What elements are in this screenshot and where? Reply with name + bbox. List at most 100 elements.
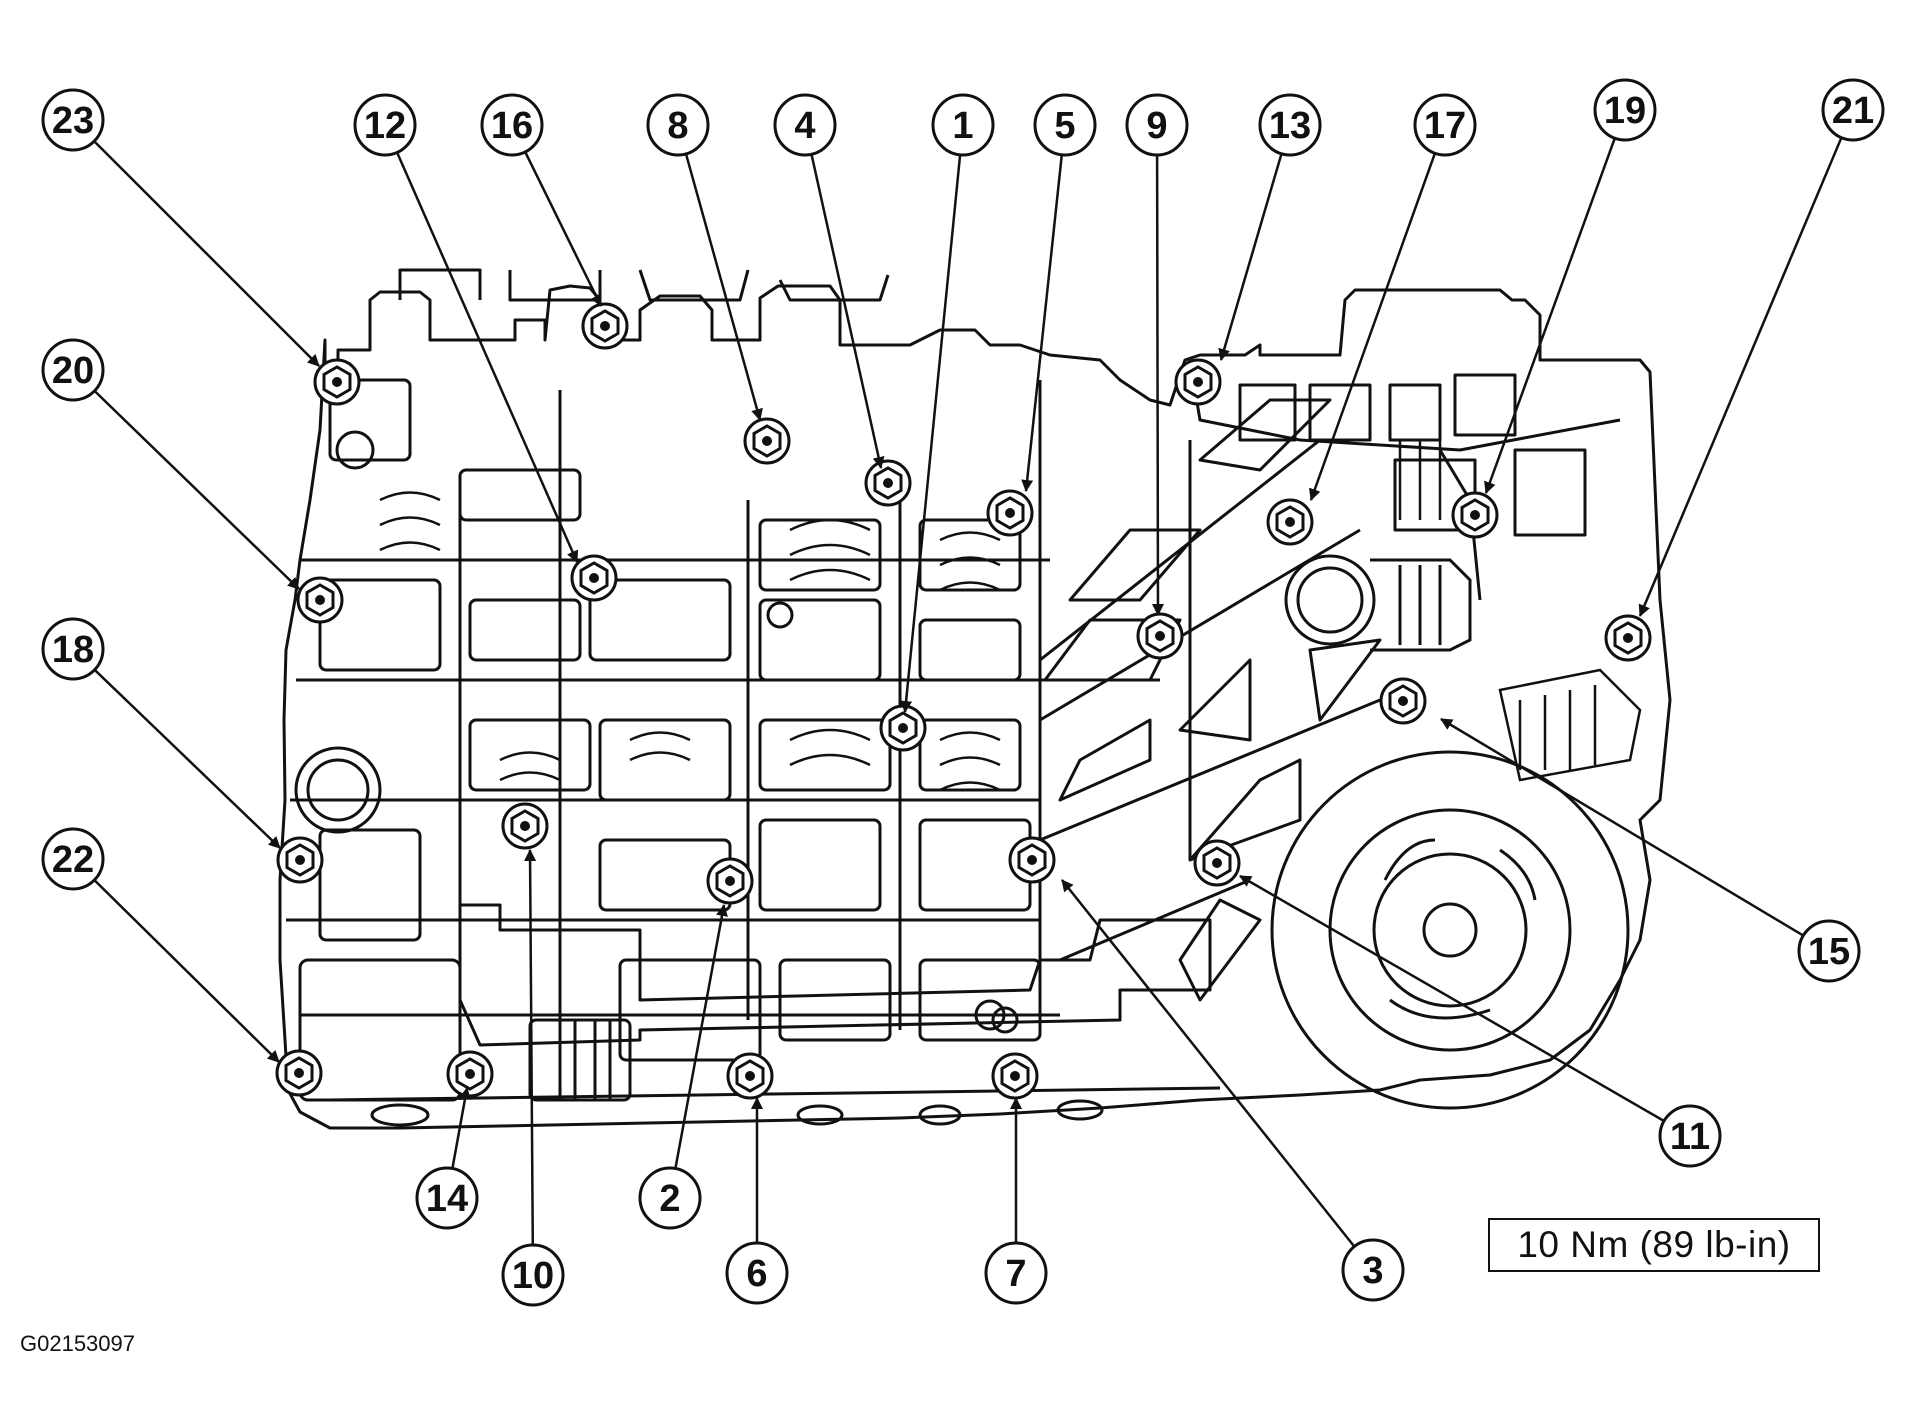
callout-circle (1413, 93, 1477, 157)
callout-number: 21 (1832, 90, 1874, 132)
callout-16: 16 (480, 93, 544, 157)
valve-body-outline (278, 268, 1672, 1130)
callout-number: 12 (364, 105, 406, 147)
leader-line-19 (1484, 137, 1616, 494)
callout-circle (1341, 1238, 1405, 1302)
bolt-22 (275, 1049, 323, 1097)
callout-number: 1 (952, 105, 973, 147)
callout-circle (931, 93, 995, 157)
callout-circle (41, 338, 105, 402)
leader-line-12 (395, 151, 579, 563)
callout-number: 4 (794, 105, 815, 147)
callout-circle (773, 93, 837, 157)
bolt-15 (1379, 677, 1427, 725)
callout-17: 17 (1413, 93, 1477, 157)
callout-number: 6 (746, 1253, 767, 1295)
callout-13: 13 (1258, 93, 1322, 157)
callout-number: 16 (491, 105, 533, 147)
callout-circle (646, 93, 710, 157)
leader-line-9 (1151, 154, 1164, 616)
callout-number: 13 (1269, 105, 1311, 147)
callout-11: 11 (1658, 1104, 1722, 1168)
callout-12: 12 (353, 93, 417, 157)
callout-circle (1821, 78, 1885, 142)
bolt-12 (570, 554, 618, 602)
callout-number: 11 (1670, 1116, 1710, 1158)
bolt-5 (986, 489, 1034, 537)
leader-line-4 (810, 154, 885, 469)
callout-circle (41, 617, 105, 681)
callout-circle (1658, 1104, 1722, 1168)
callout-number: 17 (1424, 105, 1466, 147)
callout-number: 3 (1362, 1250, 1383, 1292)
callout-circle (353, 93, 417, 157)
leader-line-1 (900, 154, 962, 713)
bolt-23 (313, 358, 361, 406)
bolt-heads (275, 302, 1652, 1100)
callout-21: 21 (1821, 78, 1885, 142)
callout-6: 6 (725, 1241, 789, 1305)
callout-number: 9 (1146, 105, 1167, 147)
leader-line-13 (1218, 153, 1283, 361)
bolt-14 (446, 1050, 494, 1098)
figure-id: G02153097 (20, 1331, 135, 1356)
bolt-9 (1136, 612, 1184, 660)
leader-line-8 (684, 153, 763, 421)
callout-circle (1125, 93, 1189, 157)
bolt-7 (991, 1052, 1039, 1100)
callout-20: 20 (41, 338, 105, 402)
callout-14: 14 (415, 1166, 479, 1230)
callout-number: 14 (426, 1178, 468, 1220)
callout-5: 5 (1033, 93, 1097, 157)
callout-number: 10 (512, 1255, 554, 1297)
callout-number: 8 (667, 105, 688, 147)
leader-line-18 (93, 668, 281, 849)
bolt-4 (864, 459, 912, 507)
callout-23: 23 (41, 88, 105, 152)
torque-spec-box: 10 Nm (89 lb-in) (1488, 1218, 1820, 1272)
valve-spools (379, 440, 1642, 792)
callout-9: 9 (1125, 93, 1189, 157)
callout-18: 18 (41, 617, 105, 681)
leader-line-17 (1309, 152, 1437, 501)
leader-line-14 (451, 1087, 471, 1169)
callout-number: 18 (52, 629, 94, 671)
leader-line-15 (1440, 717, 1804, 937)
callout-number: 5 (1054, 105, 1075, 147)
leader-line-23 (93, 140, 320, 367)
callout-circle (1258, 93, 1322, 157)
callout-7: 7 (984, 1241, 1048, 1305)
callout-2: 2 (638, 1166, 702, 1230)
bolt-20 (296, 576, 344, 624)
bolt-18 (276, 836, 324, 884)
callout-circle (501, 1243, 565, 1307)
callout-4: 4 (773, 93, 837, 157)
leader-line-21 (1638, 137, 1843, 617)
bolt-11 (1193, 839, 1241, 887)
callout-10: 10 (501, 1243, 565, 1307)
leader-lines (93, 137, 1843, 1248)
leader-line-5 (1021, 154, 1064, 492)
callout-number: 15 (1808, 931, 1850, 973)
bolt-19 (1451, 491, 1499, 539)
callout-number: 2 (659, 1178, 680, 1220)
bolt-2 (706, 857, 754, 905)
callout-circle (1797, 919, 1861, 983)
callout-1: 1 (931, 93, 995, 157)
callout-circle (1033, 93, 1097, 157)
callout-number: 20 (52, 350, 94, 392)
callout-circle (41, 88, 105, 152)
callout-number: 22 (52, 839, 94, 881)
callout-circle (1593, 78, 1657, 142)
bolt-10 (501, 802, 549, 850)
leader-line-11 (1239, 874, 1665, 1123)
bolt-6 (726, 1052, 774, 1100)
bolt-16 (581, 302, 629, 350)
bolt-17 (1266, 498, 1314, 546)
callout-circle (415, 1166, 479, 1230)
callout-circle (725, 1241, 789, 1305)
callout-22: 22 (41, 827, 105, 891)
